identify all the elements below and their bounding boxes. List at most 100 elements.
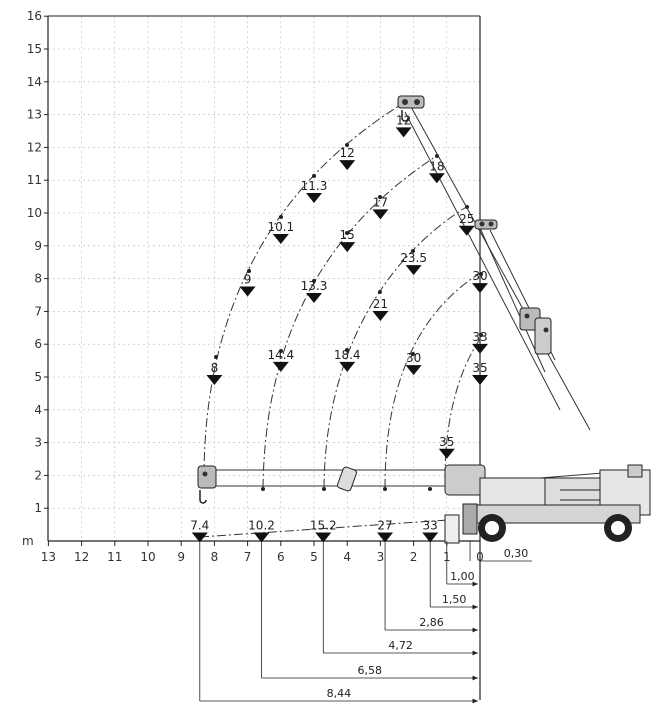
- load-marker-triangle: [206, 375, 223, 385]
- x-tick-label: 2: [410, 550, 418, 564]
- load-marker-triangle: [472, 375, 488, 385]
- dimension-label: 1,00: [450, 570, 475, 583]
- x-tick-label: 12: [74, 550, 89, 564]
- x-tick-label: 10: [140, 550, 155, 564]
- y-tick-label: 1: [34, 501, 42, 515]
- load-value-label: 21: [373, 297, 388, 311]
- load-value-label: 11.3: [301, 179, 328, 193]
- load-marker-triangle: [395, 127, 412, 138]
- load-marker-triangle: [239, 286, 256, 297]
- x-tick-label: 9: [177, 550, 185, 564]
- y-tick-label: 8: [34, 272, 42, 286]
- load-marker-triangle: [339, 361, 356, 372]
- load-marker-triangle: [191, 532, 208, 543]
- y-tick-label: 6: [34, 337, 42, 351]
- load-value-label: 18: [429, 159, 444, 173]
- range-arc-3: [323, 205, 469, 489]
- load-value-label: 18.4: [334, 348, 361, 362]
- load-marker-triangle: [458, 225, 475, 236]
- load-marker-triangle: [272, 233, 289, 244]
- range-points: [214, 143, 483, 491]
- load-value-label: 30: [406, 351, 421, 365]
- range-arc-outer: [203, 103, 403, 479]
- range-arc-inner: [444, 335, 483, 479]
- y-tick-label: 15: [27, 42, 42, 56]
- jib-head-icon: [519, 307, 552, 355]
- x-tick-label: 11: [107, 550, 122, 564]
- y-tick-label: 13: [27, 108, 42, 122]
- load-marker-triangle: [315, 532, 332, 543]
- load-marker-triangle: [428, 173, 445, 184]
- dimension-label: 2,86: [419, 616, 444, 629]
- dimension-label: 8,44: [327, 687, 352, 700]
- load-marker-triangle: [339, 242, 356, 253]
- range-arc-4: [384, 271, 483, 489]
- load-marker-triangle: [306, 293, 322, 303]
- load-value-label: 33: [423, 518, 438, 532]
- x-tick-label: 4: [343, 550, 351, 564]
- hook-bottom-line: [199, 519, 449, 538]
- dimension-label: 0,30: [504, 547, 529, 560]
- load-value-label: 15.2: [310, 518, 337, 532]
- y-tick-label: 2: [34, 468, 42, 482]
- y-tick-label: 14: [27, 75, 42, 89]
- load-value-label: 7.4: [190, 518, 209, 532]
- load-value-label: 15: [340, 228, 355, 242]
- x-tick-label: 6: [277, 550, 285, 564]
- load-value-label: 17: [373, 195, 388, 209]
- y-tick-label: 11: [27, 173, 42, 187]
- load-marker-triangle: [339, 160, 356, 171]
- load-value-label: 8: [211, 361, 219, 375]
- load-marker-triangle: [438, 448, 455, 459]
- load-value-label: 13.3: [301, 279, 328, 293]
- dimension-label: 4,72: [388, 639, 413, 652]
- boom-head-mid-icon: [474, 219, 498, 230]
- load-marker-triangle: [272, 361, 289, 372]
- load-value-label: 35: [472, 361, 487, 375]
- load-value-label: 25: [459, 212, 474, 226]
- boom-head-low-icon: [197, 465, 217, 504]
- dimension-label: 6,58: [358, 664, 383, 677]
- y-tick-label: 5: [34, 370, 42, 384]
- load-value-label: 9: [244, 272, 252, 286]
- boom-head-top-icon: [397, 95, 425, 122]
- load-value-label: 10.1: [267, 220, 294, 234]
- load-marker-triangle: [472, 343, 488, 354]
- dimension-lines: 0,30 1,00 1,50 2,86 4,72 6,58 8,44: [199, 541, 532, 704]
- load-markers: [191, 127, 488, 543]
- load-value-label: 27: [377, 518, 392, 532]
- load-marker-triangle: [405, 265, 422, 276]
- grid-lines: [48, 16, 480, 541]
- y-tick-label: 12: [27, 140, 42, 154]
- y-tick-label: 4: [34, 403, 42, 417]
- boom-joint-icon: [337, 466, 357, 492]
- load-value-label: 14.4: [267, 348, 294, 362]
- x-tick-label: 5: [310, 550, 318, 564]
- load-value-label: 30: [472, 269, 487, 283]
- boom-lines: [205, 104, 641, 487]
- load-value-label: 33: [472, 330, 487, 344]
- x-tick-label: 3: [377, 550, 385, 564]
- load-marker-triangle: [253, 532, 270, 543]
- x-tick-label: 7: [244, 550, 252, 564]
- axis-unit-label: m: [22, 534, 34, 548]
- load-value-label: 35: [439, 435, 454, 449]
- dimension-label: 1,50: [442, 593, 467, 606]
- y-tick-label: 9: [34, 239, 42, 253]
- load-marker-triangle: [422, 532, 439, 543]
- working-range-arcs: [199, 103, 483, 538]
- load-value-label: 23.5: [400, 251, 427, 265]
- x-tick-label: 8: [211, 550, 219, 564]
- load-marker-triangle: [472, 283, 488, 294]
- y-tick-label: 7: [34, 304, 42, 318]
- load-marker-triangle: [306, 192, 322, 203]
- load-value-label: 12: [340, 146, 355, 160]
- load-value-label: 10.2: [248, 518, 275, 532]
- y-tick-label: 10: [27, 206, 42, 220]
- y-tick-label: 3: [34, 436, 42, 450]
- x-tick-label: 0: [476, 550, 484, 564]
- range-arc-2: [262, 154, 439, 489]
